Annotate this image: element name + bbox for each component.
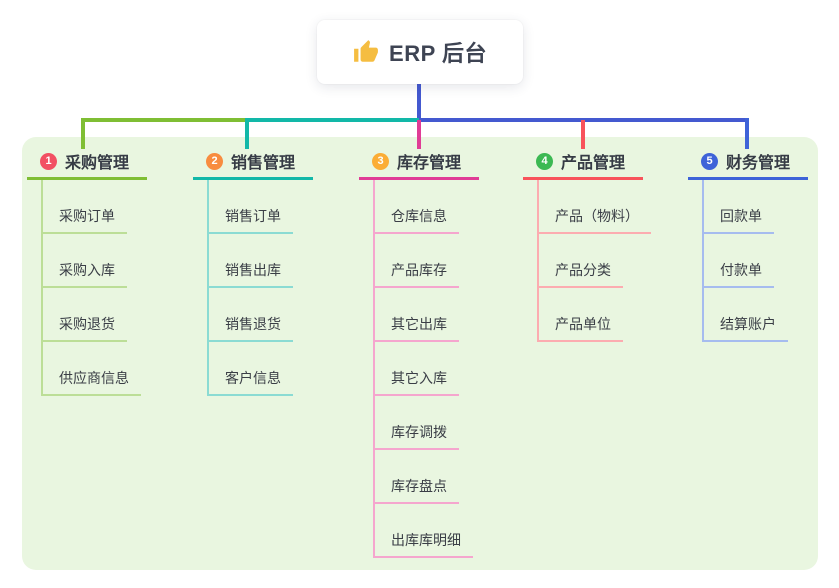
child-node[interactable]: 回款单 [704, 180, 808, 234]
node-label: 付款单 [704, 260, 774, 288]
child-node[interactable]: 仓库信息 [375, 180, 479, 234]
child-node[interactable]: 销售订单 [209, 180, 313, 234]
child-node[interactable]: 客户信息 [209, 342, 313, 396]
node-label: 产品库存 [375, 260, 459, 288]
child-node[interactable]: 销售出库 [209, 234, 313, 288]
node-label: 库存盘点 [375, 476, 459, 504]
child-node[interactable]: 销售退货 [209, 288, 313, 342]
branch-header-finance[interactable]: 5 财务管理 [688, 148, 808, 180]
branch-title: 采购管理 [65, 155, 130, 172]
branch-children: 销售订单 销售出库 销售退货 客户信息 [207, 180, 313, 396]
branch-header-purchase[interactable]: 1 采购管理 [27, 148, 147, 180]
child-node[interactable]: 库存调拨 [375, 396, 479, 450]
node-label: 销售出库 [209, 260, 293, 288]
node-label: 其它入库 [375, 368, 459, 396]
child-node[interactable]: 产品库存 [375, 234, 479, 288]
child-node[interactable]: 库存盘点 [375, 450, 479, 504]
connector-root-vertical [417, 84, 421, 120]
branch-header-product[interactable]: 4 产品管理 [523, 148, 643, 180]
node-label: 销售订单 [209, 206, 293, 234]
branches-panel [22, 137, 818, 570]
child-node[interactable]: 采购入库 [43, 234, 147, 288]
node-label: 销售退货 [209, 314, 293, 342]
node-label: 产品分类 [539, 260, 623, 288]
node-label: 出库库明细 [375, 530, 473, 558]
node-label: 采购订单 [43, 206, 127, 234]
node-label: 结算账户 [704, 314, 788, 342]
branch-sales: 2 销售管理 销售订单 销售出库 销售退货 客户信息 [193, 148, 313, 396]
branch-children: 采购订单 采购入库 采购退货 供应商信息 [41, 180, 147, 396]
thumbs-up-icon [353, 39, 379, 65]
child-node[interactable]: 产品（物料） [539, 180, 651, 234]
connector-drop-inventory [417, 120, 421, 149]
child-node[interactable]: 供应商信息 [43, 342, 147, 396]
connector-drop-product [581, 120, 585, 149]
branch-finance: 5 财务管理 回款单 付款单 结算账户 [688, 148, 808, 342]
connector-drop-sales [245, 118, 249, 149]
branch-product: 4 产品管理 产品（物料） 产品分类 产品单位 [523, 148, 651, 342]
branch-header-sales[interactable]: 2 销售管理 [193, 148, 313, 180]
child-node[interactable]: 采购订单 [43, 180, 147, 234]
connector-drop-purchase [81, 118, 85, 149]
branch-children: 回款单 付款单 结算账户 [702, 180, 808, 342]
child-node[interactable]: 其它入库 [375, 342, 479, 396]
child-node[interactable]: 其它出库 [375, 288, 479, 342]
child-node[interactable]: 付款单 [704, 234, 808, 288]
branch-number-badge: 1 [40, 152, 57, 170]
branch-title: 财务管理 [726, 155, 791, 172]
node-label: 采购入库 [43, 260, 127, 288]
child-node[interactable]: 产品单位 [539, 288, 643, 342]
node-label: 采购退货 [43, 314, 127, 342]
node-label: 仓库信息 [375, 206, 459, 234]
child-node[interactable]: 结算账户 [704, 288, 808, 342]
branch-children: 产品（物料） 产品分类 产品单位 [537, 180, 651, 342]
branch-inventory: 3 库存管理 仓库信息 产品库存 其它出库 其它入库 库存调拨 库存盘点 出库库… [359, 148, 479, 558]
root-node[interactable]: ERP 后台 [317, 20, 523, 84]
branch-number-badge: 2 [206, 152, 223, 170]
node-label: 库存调拨 [375, 422, 459, 450]
branch-header-inventory[interactable]: 3 库存管理 [359, 148, 479, 180]
branch-purchase: 1 采购管理 采购订单 采购入库 采购退货 供应商信息 [27, 148, 147, 396]
node-label: 供应商信息 [43, 368, 141, 396]
child-node[interactable]: 产品分类 [539, 234, 643, 288]
connector-horizontal-teal [245, 118, 419, 122]
node-label: 产品单位 [539, 314, 623, 342]
node-label: 客户信息 [209, 368, 293, 396]
root-node-title: ERP 后台 [389, 41, 487, 66]
child-node[interactable]: 采购退货 [43, 288, 147, 342]
branch-title: 销售管理 [231, 155, 296, 172]
branch-number-badge: 4 [536, 152, 553, 170]
node-label: 其它出库 [375, 314, 459, 342]
branch-number-badge: 5 [701, 152, 718, 170]
connector-drop-finance [745, 118, 749, 149]
connector-horizontal-green [81, 118, 249, 122]
branch-title: 库存管理 [397, 155, 462, 172]
node-label: 产品（物料） [539, 206, 651, 234]
branch-children: 仓库信息 产品库存 其它出库 其它入库 库存调拨 库存盘点 出库库明细 [373, 180, 479, 558]
child-node[interactable]: 出库库明细 [375, 504, 479, 558]
branch-title: 产品管理 [561, 155, 626, 172]
node-label: 回款单 [704, 206, 774, 234]
branch-number-badge: 3 [372, 152, 389, 170]
